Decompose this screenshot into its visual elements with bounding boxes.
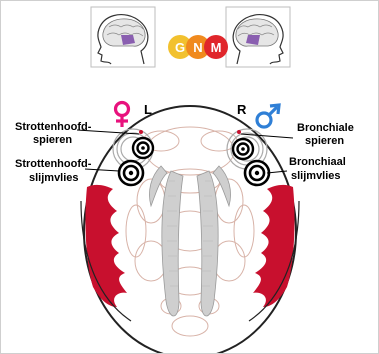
label-right-top-2: spieren — [305, 135, 344, 147]
target-ring-icon — [119, 161, 143, 185]
side-label-right: R — [237, 102, 247, 117]
logo-letter-g: G — [175, 40, 185, 55]
head-profile-right-icon — [226, 7, 290, 67]
gnm-logo: G N M — [168, 35, 228, 59]
label-right-top-1: Bronchiale — [297, 122, 354, 134]
side-label-left: L — [144, 102, 152, 117]
label-left-top-1: Strottenhoofd- — [15, 121, 92, 133]
male-symbol-icon — [257, 105, 279, 127]
label-right-bottom-1: Bronchiaal — [289, 156, 346, 168]
target-ring-icon — [133, 138, 153, 158]
label-left-bottom-2: slijmvlies — [29, 172, 79, 184]
target-ring-icon — [233, 139, 253, 159]
label-left-bottom-1: Strottenhoofd- — [15, 158, 92, 170]
label-right-bottom-2: slijmvlies — [291, 170, 341, 182]
label-left-top-2: spieren — [33, 134, 72, 146]
target-ring-icon — [245, 161, 269, 185]
head-profile-left-icon — [91, 7, 155, 67]
logo-letter-m: M — [211, 40, 222, 55]
logo-letter-n: N — [193, 40, 202, 55]
female-symbol-icon — [116, 103, 129, 128]
